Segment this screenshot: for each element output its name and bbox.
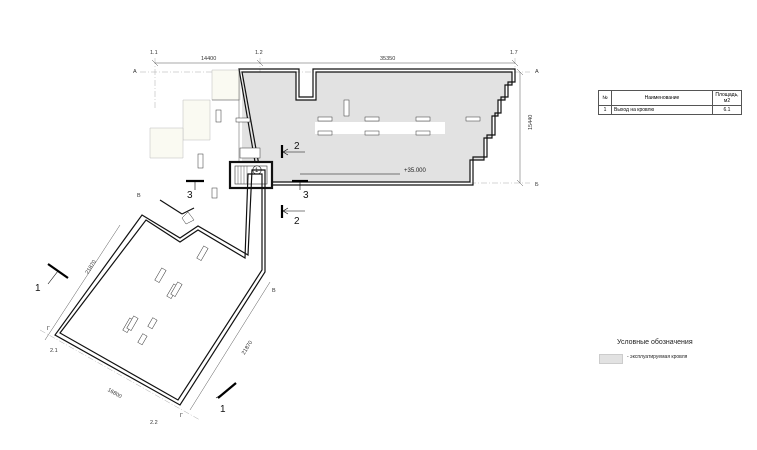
dimension-right-vertical: 15440 [528, 115, 534, 130]
balcony-areas [149, 69, 241, 159]
legend-swatch [599, 354, 623, 364]
level-mark: +35.000 [404, 168, 427, 174]
header-area: Площадь, м2 [712, 90, 742, 106]
dimension-wing-right: 21870 [241, 340, 254, 356]
row-area: 6.1 [712, 105, 742, 115]
section-label-3-right: 3 [303, 190, 309, 201]
axis-label-v-1: В [137, 193, 141, 199]
table-row: 1 Выход на кровлю 6.1 [598, 105, 742, 115]
axis-label-1-7: 1.7 [510, 50, 518, 56]
header-num: № [598, 90, 612, 106]
axis-label-g-1: Г [47, 326, 50, 332]
spec-table-header: № Наименование Площадь, м2 [598, 90, 742, 106]
axis-label-2-2: 2.2 [150, 420, 158, 426]
exit-marker-number: 1 [255, 168, 259, 174]
axis-label-v-2: В [272, 288, 276, 294]
rotated-wing [39, 169, 271, 421]
header-name: Наименование [611, 90, 713, 106]
row-name: Выход на кровлю [611, 105, 713, 115]
spec-table: № Наименование Площадь, м2 1 Выход на кр… [598, 90, 742, 115]
section-label-2-top: 2 [294, 141, 300, 152]
axis-ticks [151, 59, 524, 187]
row-num: 1 [598, 105, 612, 115]
axis-label-1-1: 1.1 [150, 50, 158, 56]
dimension-wing-left: 21870 [85, 259, 98, 275]
dimension-wing-bottom: 16800 [106, 387, 122, 400]
dimension-top-right: 35350 [380, 56, 395, 62]
dimension-top-left: 14400 [201, 56, 216, 62]
axis-label-2-1: 2.1 [50, 348, 58, 354]
axis-label-a-left: А [133, 69, 137, 75]
section-label-1-bottom: 1 [220, 404, 226, 415]
legend-item-text: - эксплуатируемая кровля [627, 354, 688, 360]
axis-label-1-2: 1.2 [255, 50, 263, 56]
section-label-1-left: 1 [35, 283, 41, 294]
axis-label-g-2: Г [180, 413, 183, 419]
axis-label-b-right: Б [535, 182, 539, 188]
section-label-3-left: 3 [187, 190, 193, 201]
section-label-2-bottom: 2 [294, 216, 300, 227]
section-marks [47, 145, 400, 399]
axis-label-a-right: А [535, 69, 539, 75]
main-roof-block [212, 68, 516, 186]
legend-title: Условные обозначения [617, 339, 693, 346]
skylights [181, 99, 481, 225]
